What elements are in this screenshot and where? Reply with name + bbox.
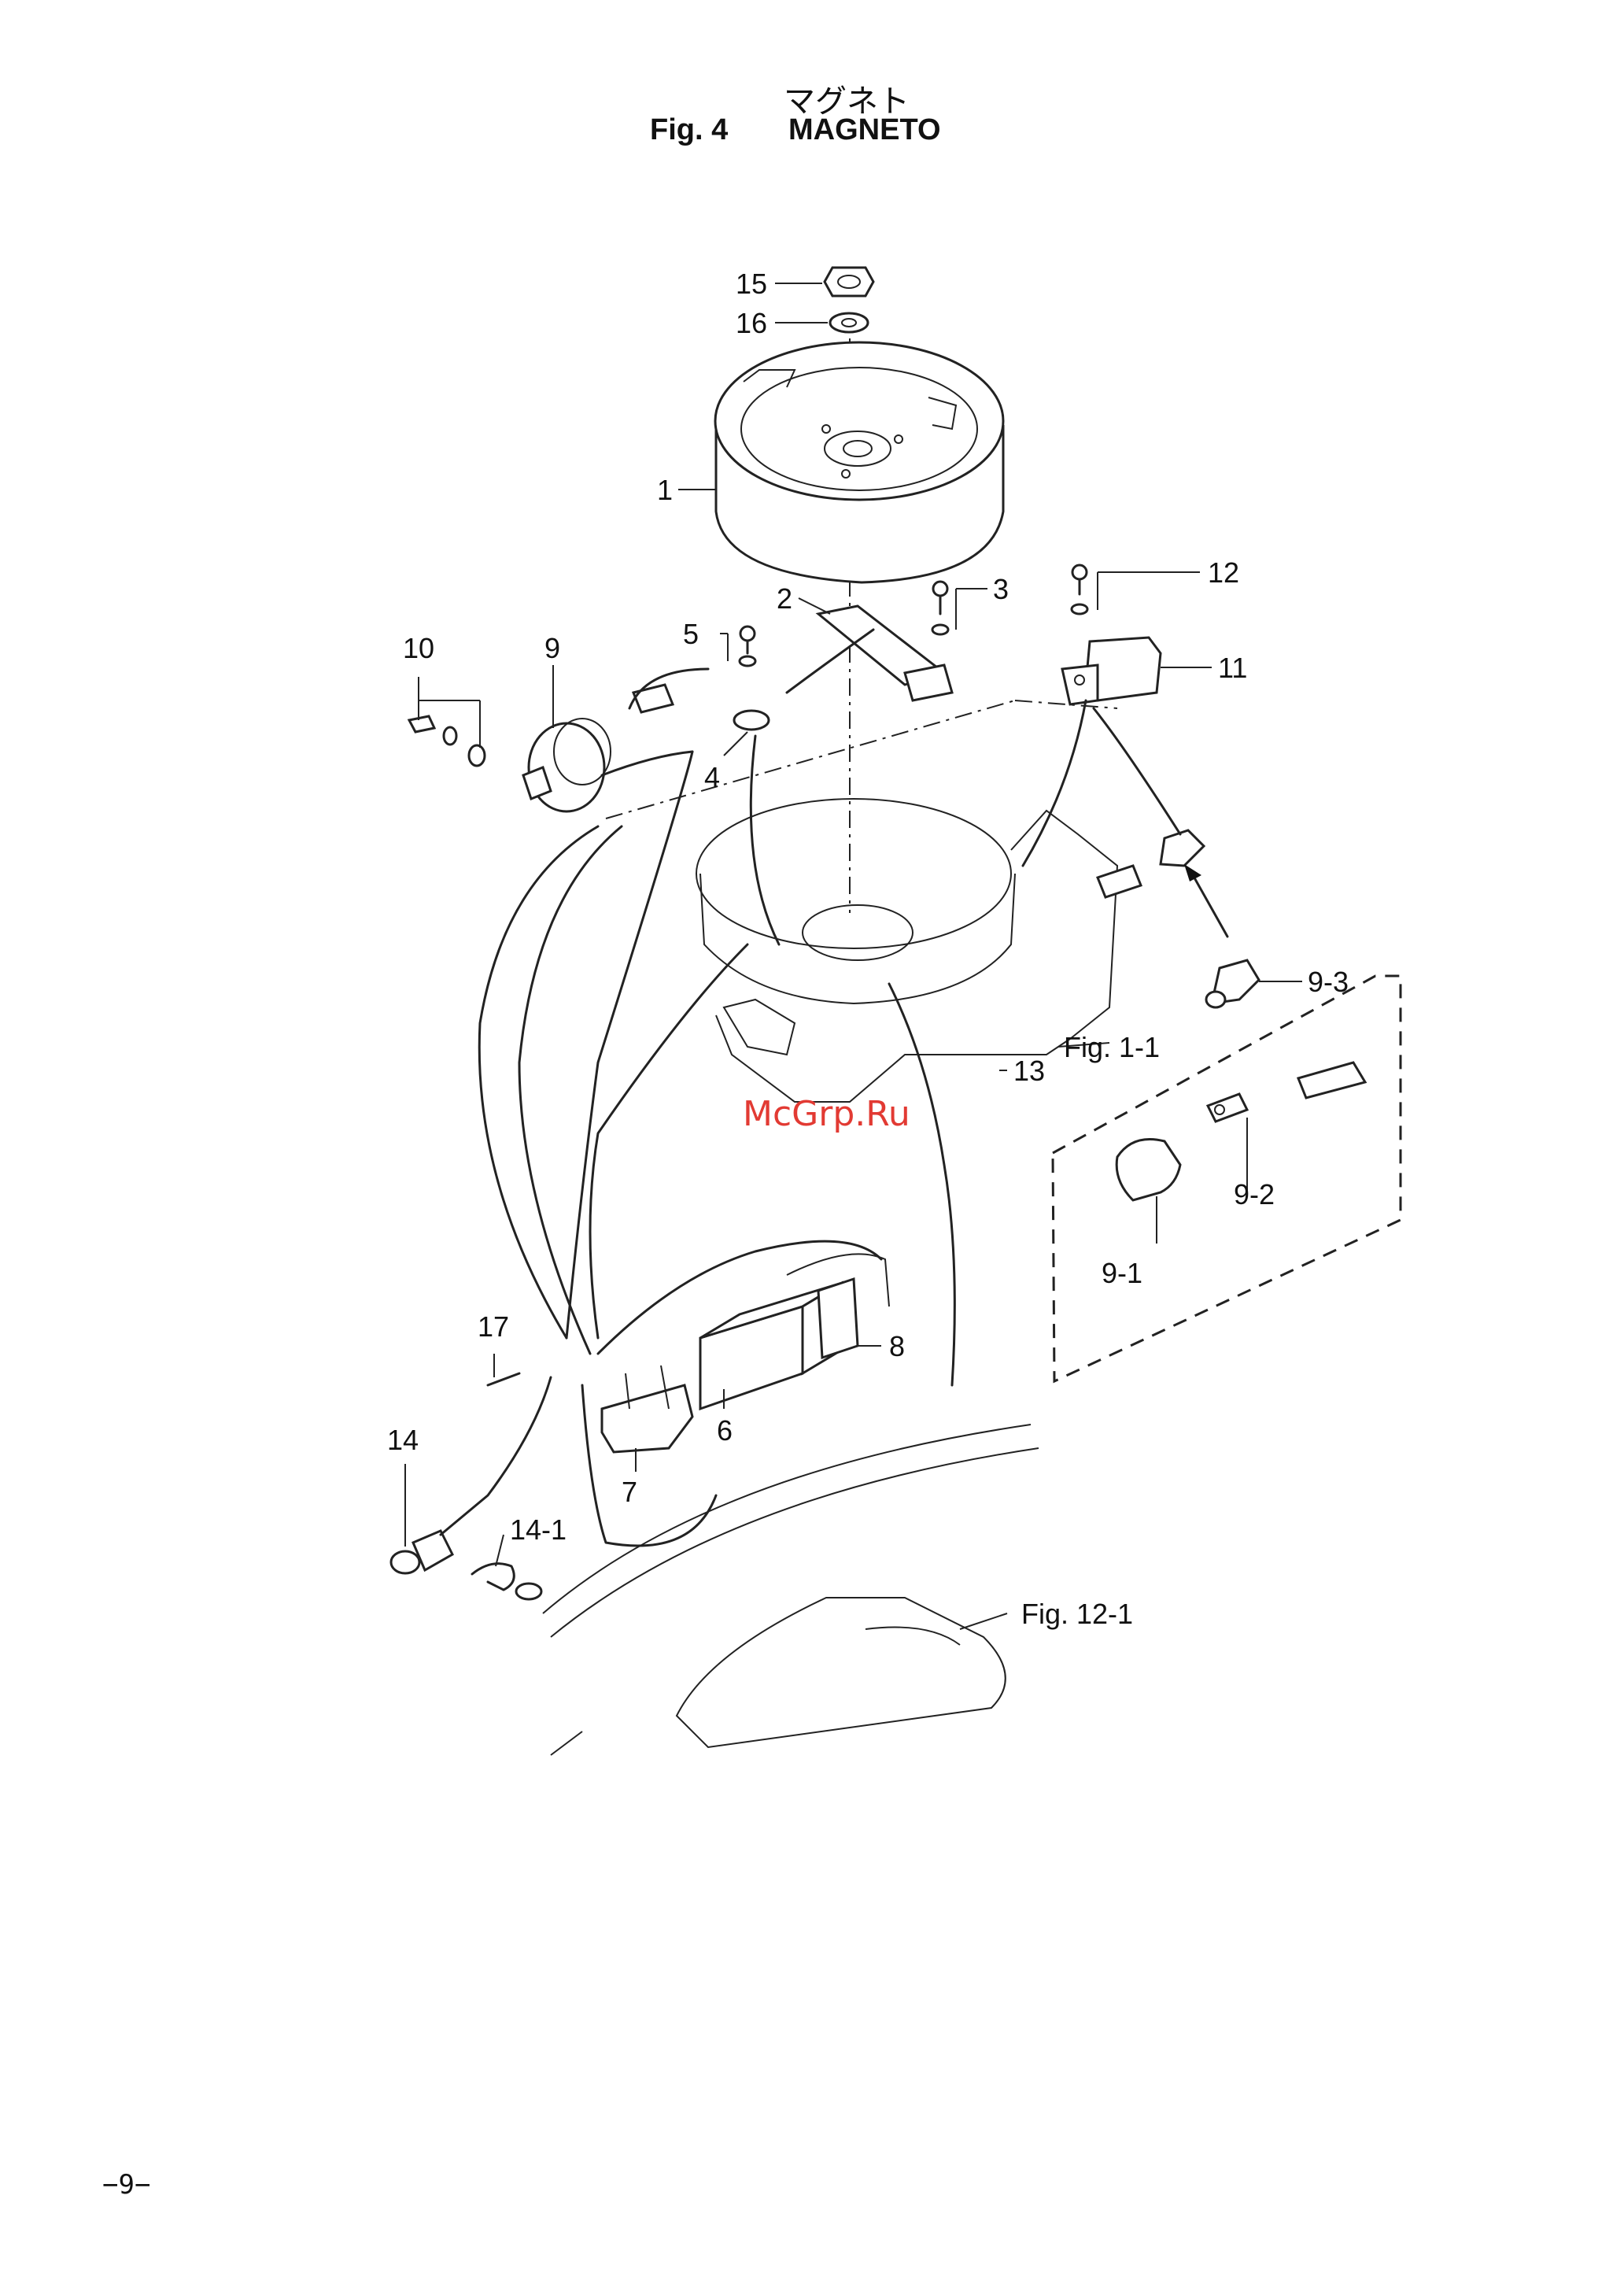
screw-part-3 (932, 582, 948, 634)
callout-9-2: 9-2 (1234, 1181, 1275, 1209)
callout-13: 13 (1013, 1057, 1045, 1085)
lower-cowling (543, 1425, 1039, 1755)
callout-11: 11 (1218, 654, 1247, 682)
page-number: −9− (102, 2169, 150, 2201)
spark-plug-part (1098, 866, 1141, 897)
washer-part (830, 313, 868, 332)
spark-plug-cap-part (1206, 960, 1259, 1007)
terminal-part-9-2 (1208, 1094, 1247, 1122)
bracket-part-7 (602, 1366, 692, 1452)
flywheel-part (715, 342, 1003, 582)
direction-arrow-head (1184, 864, 1201, 881)
callout-16: 16 (736, 309, 767, 338)
regulator-part (1062, 638, 1161, 704)
callout-8: 8 (889, 1332, 905, 1361)
connector-part (633, 685, 673, 712)
wire-end-part (1298, 1062, 1365, 1098)
stator-housing-part (696, 799, 1117, 1102)
clamp-part-4 (734, 711, 769, 730)
callout-12: 12 (1208, 559, 1239, 587)
callout-fig-12-1: Fig. 12-1 (1021, 1600, 1133, 1628)
pickup-bracket-part (818, 606, 952, 700)
callout-4: 4 (704, 763, 720, 792)
axis-line-left (606, 700, 1015, 819)
callout-1: 1 (657, 476, 673, 504)
screw-part-5 (740, 626, 755, 666)
ignition-coil-part (523, 719, 692, 811)
callout-17: 17 (478, 1313, 509, 1341)
clip-part (472, 1564, 541, 1599)
pin-part (488, 1373, 519, 1385)
callout-2: 2 (777, 585, 792, 613)
callout-3: 3 (993, 575, 1009, 604)
callout-fig-1-1: Fig. 1-1 (1064, 1033, 1160, 1062)
callout-6: 6 (717, 1417, 733, 1445)
bolt-part-10 (409, 716, 485, 766)
callout-14: 14 (387, 1426, 419, 1454)
callout-5: 5 (683, 620, 699, 649)
callout-10: 10 (403, 634, 434, 663)
spark-plug-cap-engine-part (1161, 830, 1204, 866)
callout-9: 9 (544, 634, 560, 663)
callout-9-3: 9-3 (1308, 968, 1349, 996)
callout-9-1: 9-1 (1102, 1259, 1142, 1288)
watermark-text: McGrp.Ru (743, 1094, 910, 1134)
screw-part-12 (1072, 565, 1087, 614)
callout-7: 7 (622, 1478, 637, 1506)
nut-part (825, 268, 873, 296)
switch-part (391, 1531, 452, 1573)
callout-15: 15 (736, 270, 767, 298)
direction-arrow-line (1192, 874, 1227, 937)
axis-line-right (1015, 700, 1117, 708)
callout-14-1: 14-1 (510, 1516, 567, 1544)
plug-cap-part-9-1 (1116, 1140, 1180, 1201)
